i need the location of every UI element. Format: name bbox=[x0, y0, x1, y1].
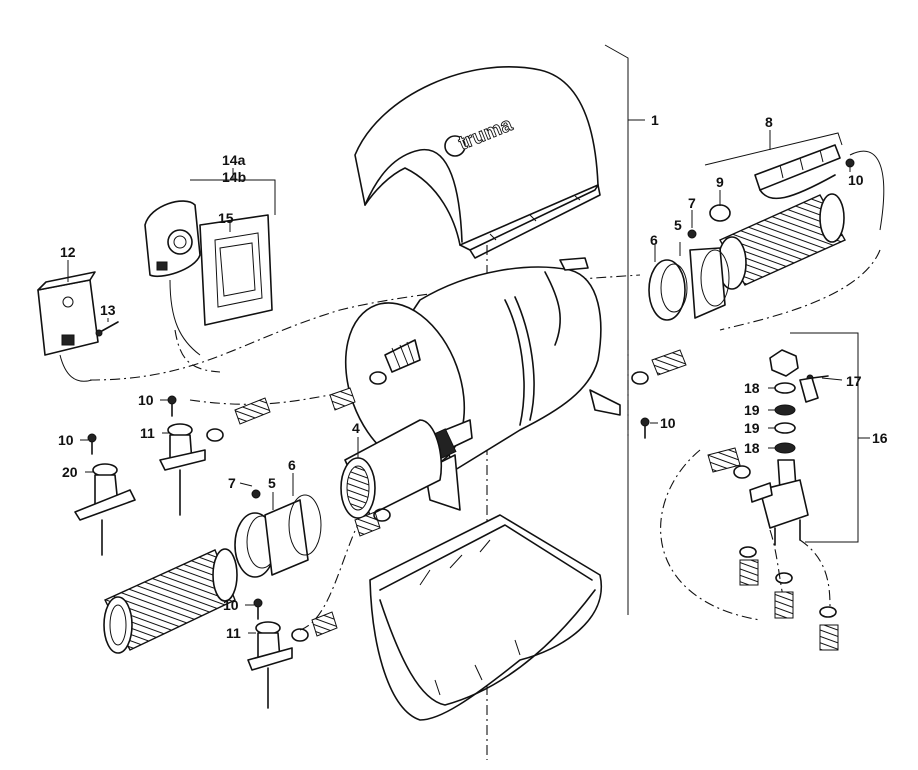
callout-6-lower: 6 bbox=[288, 457, 296, 473]
control-panel bbox=[144, 200, 201, 356]
leader-lines bbox=[67, 130, 851, 634]
callout-1: 1 bbox=[651, 112, 659, 128]
valve-11-upper bbox=[159, 423, 206, 516]
screw-13 bbox=[95, 321, 119, 337]
flexible-duct-lower bbox=[103, 548, 238, 654]
callout-5-upper: 5 bbox=[674, 217, 682, 233]
callout-10-valve-upper: 10 bbox=[138, 392, 154, 408]
heating-element bbox=[754, 144, 885, 231]
clamp-assembly-lower bbox=[234, 489, 322, 578]
drain-valve-assembly bbox=[749, 349, 819, 546]
duct-sleeve bbox=[340, 419, 443, 519]
upper-cover: truma bbox=[354, 66, 601, 259]
drain-tap-20 bbox=[74, 463, 136, 556]
valve-11-lower bbox=[247, 621, 293, 709]
callout-19-lower: 19 bbox=[744, 420, 760, 436]
callout-17: 17 bbox=[846, 373, 862, 389]
callout-5-lower: 5 bbox=[268, 475, 276, 491]
callout-8: 8 bbox=[765, 114, 773, 130]
callout-10-tap: 10 bbox=[58, 432, 74, 448]
callout-11-lower: 11 bbox=[226, 625, 241, 641]
callout-10-right: 10 bbox=[660, 415, 676, 431]
callout-labels: 1 4 5 5 6 6 7 7 8 9 10 10 10 10 10 11 11… bbox=[58, 112, 888, 641]
callout-16: 16 bbox=[872, 430, 888, 446]
hose-pieces bbox=[206, 349, 839, 651]
callout-12: 12 bbox=[60, 244, 76, 260]
callout-20: 20 bbox=[62, 464, 78, 480]
callout-15: 15 bbox=[218, 210, 234, 226]
callout-7-lower: 7 bbox=[228, 475, 236, 491]
callout-14a: 14a bbox=[222, 152, 246, 168]
callout-10-valve-lower: 10 bbox=[223, 597, 239, 613]
callout-9: 9 bbox=[716, 174, 724, 190]
callout-13: 13 bbox=[100, 302, 116, 318]
clamp-assembly-upper bbox=[648, 204, 731, 321]
callout-19-upper: 19 bbox=[744, 402, 760, 418]
callout-4: 4 bbox=[352, 420, 360, 436]
truma-logo-icon bbox=[444, 135, 466, 157]
flexible-duct-upper bbox=[717, 193, 846, 290]
callout-10-heater: 10 bbox=[848, 172, 864, 188]
lower-cover bbox=[369, 514, 603, 721]
callout-11-upper: 11 bbox=[140, 425, 155, 441]
callout-18-lower: 18 bbox=[744, 440, 760, 456]
cover-frame bbox=[199, 214, 273, 326]
callout-6-upper: 6 bbox=[650, 232, 658, 248]
callout-14b: 14b bbox=[222, 169, 246, 185]
part-1-bracket bbox=[604, 44, 645, 615]
callout-7-upper: 7 bbox=[688, 195, 696, 211]
part-16-bracket bbox=[790, 332, 870, 543]
control-box bbox=[37, 271, 99, 382]
callout-18-upper: 18 bbox=[744, 380, 760, 396]
